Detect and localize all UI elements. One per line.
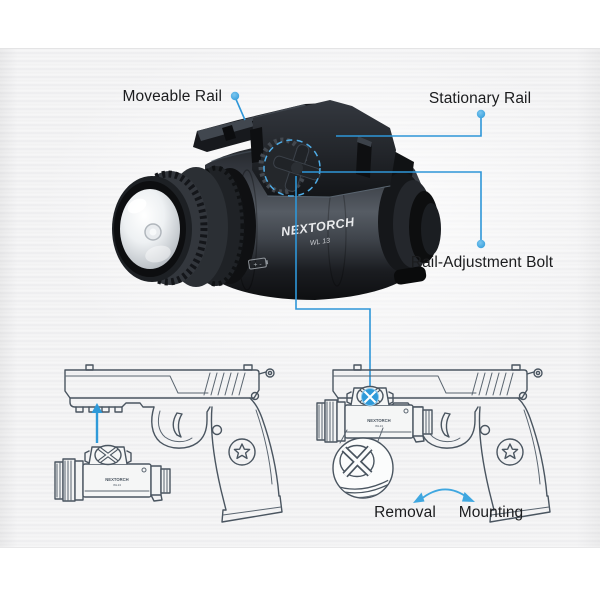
callout-stationary-rail: Stationary Rail bbox=[336, 90, 531, 137]
rail-adjustment-bolt-label: Rail-Adjustment Bolt bbox=[411, 254, 554, 271]
moveable-rail-dot bbox=[230, 91, 240, 101]
detached-light-drawing bbox=[53, 443, 172, 503]
mounted-bolt-highlight bbox=[361, 388, 379, 406]
removal-arrowhead bbox=[413, 492, 425, 503]
rail-adjustment-bolt-leader-line bbox=[302, 171, 482, 243]
stationary-rail-label: Stationary Rail bbox=[429, 90, 531, 107]
product-model-text: WL 13 bbox=[310, 237, 331, 247]
moveable-rail-leader-line bbox=[234, 96, 246, 121]
bolt-dashed-highlight-circle bbox=[263, 139, 321, 197]
attach-direction-arrow bbox=[91, 403, 103, 443]
stationary-rail-leader-line bbox=[336, 115, 482, 137]
magnifier-detail bbox=[332, 427, 394, 499]
product-head bbox=[112, 165, 256, 287]
stationary-rail-dot bbox=[476, 109, 486, 119]
product-rail-adjustment-bolt bbox=[258, 137, 321, 195]
callout-moveable-rail: Moveable Rail bbox=[122, 88, 246, 121]
removal-mounting-arrow bbox=[413, 488, 475, 503]
product-photo-weapon-light: NEXTORCH WL 13 + - bbox=[112, 100, 441, 300]
moveable-rail-label: Moveable Rail bbox=[122, 88, 222, 105]
battery-polarity-icon: + - bbox=[248, 257, 269, 270]
mounting-label: Mounting bbox=[459, 504, 524, 521]
svg-text:+ -: + - bbox=[253, 261, 263, 269]
removal-label: Removal bbox=[374, 504, 436, 521]
mounting-arrowhead bbox=[462, 492, 475, 502]
bolt-to-pistol-connector-line bbox=[295, 176, 371, 392]
callout-rail-adjustment-bolt: Rail-Adjustment Bolt bbox=[302, 171, 554, 271]
pistol-left-drawing bbox=[64, 364, 283, 523]
product-tailcap bbox=[350, 150, 441, 285]
rail-adjustment-bolt-dot bbox=[476, 239, 486, 249]
